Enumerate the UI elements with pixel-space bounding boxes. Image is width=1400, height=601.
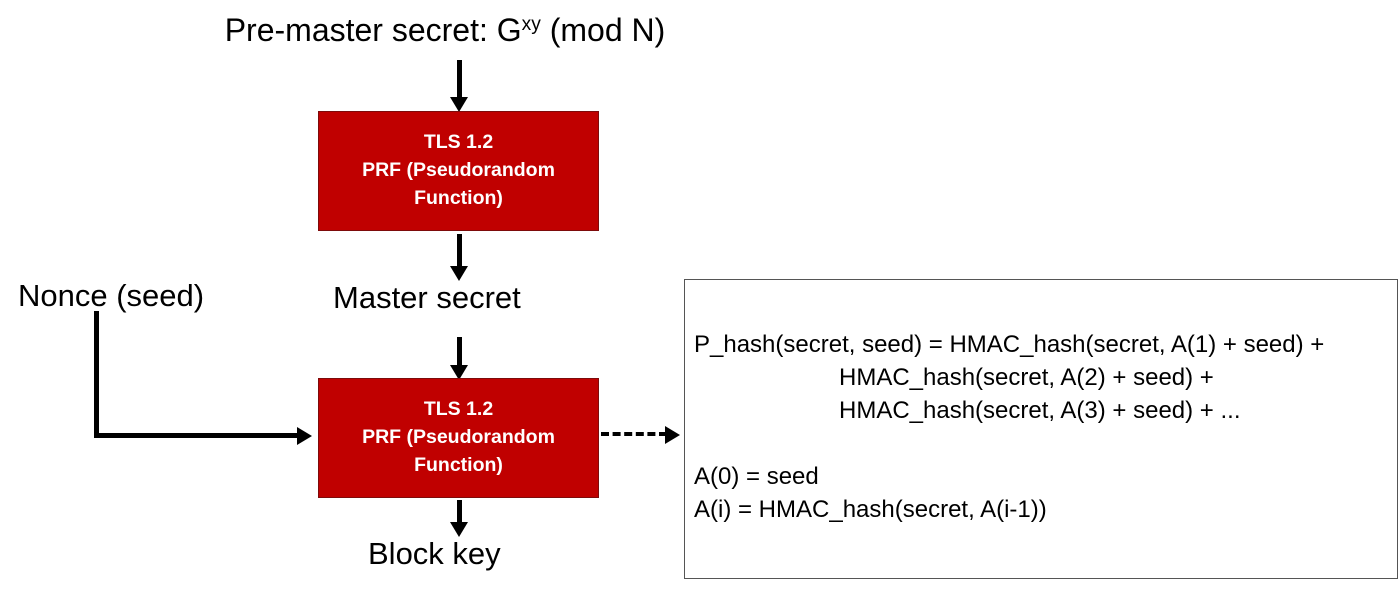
arrowhead-down-icon bbox=[450, 522, 468, 537]
connector-master-to-prf2-shaft bbox=[457, 337, 462, 368]
formula-line-3: HMAC_hash(secret, A(3) + seed) + ... bbox=[839, 397, 1241, 424]
title-prefix: Pre-master secret: G bbox=[224, 12, 522, 48]
connector-premaster-to-prf1-shaft bbox=[457, 60, 462, 100]
prf-box-2-line-1: TLS 1.2 bbox=[423, 398, 494, 421]
arrowhead-down-icon bbox=[450, 365, 468, 380]
label-nonce: Nonce (seed) bbox=[18, 278, 205, 313]
arrowhead-down-icon bbox=[450, 97, 468, 112]
connector-prf2-to-formula-dashed-shaft bbox=[601, 432, 667, 436]
prf-box-1-line-3: Function) bbox=[414, 186, 503, 209]
arrowhead-right-icon bbox=[665, 426, 680, 444]
prf-box-2-line-2: PRF (Pseudorandom bbox=[362, 426, 555, 449]
prf-box-1-line-2: PRF (Pseudorandom bbox=[362, 159, 555, 182]
prf-box-1-line-1: TLS 1.2 bbox=[423, 131, 494, 154]
title-suffix: (mod N) bbox=[540, 12, 666, 48]
label-master-secret: Master secret bbox=[333, 280, 521, 315]
formula-line-5: A(i) = HMAC_hash(secret, A(i-1)) bbox=[694, 496, 1047, 523]
formula-line-2: HMAC_hash(secret, A(2) + seed) + bbox=[839, 364, 1214, 391]
page-title: Pre-master secret: Gxy (mod N) bbox=[0, 12, 890, 48]
connector-nonce-to-prf2-vertical bbox=[94, 311, 99, 436]
arrowhead-down-icon bbox=[450, 266, 468, 281]
prf-box-2[interactable]: TLS 1.2 PRF (Pseudorandom Function) bbox=[318, 378, 599, 498]
connector-prf1-to-master-shaft bbox=[457, 234, 462, 269]
formula-box: P_hash(secret, seed) = HMAC_hash(secret,… bbox=[684, 279, 1398, 579]
title-superscript: xy bbox=[521, 14, 541, 36]
prf-box-1[interactable]: TLS 1.2 PRF (Pseudorandom Function) bbox=[318, 111, 599, 231]
connector-nonce-to-prf2-horizontal bbox=[94, 433, 299, 438]
label-block-key: Block key bbox=[368, 536, 501, 571]
arrowhead-right-icon bbox=[297, 427, 312, 445]
prf-box-2-line-3: Function) bbox=[414, 453, 503, 476]
formula-line-4: A(0) = seed bbox=[694, 463, 819, 490]
connector-prf2-to-blockkey-shaft bbox=[457, 500, 462, 527]
formula-line-1: P_hash(secret, seed) = HMAC_hash(secret,… bbox=[694, 331, 1325, 358]
